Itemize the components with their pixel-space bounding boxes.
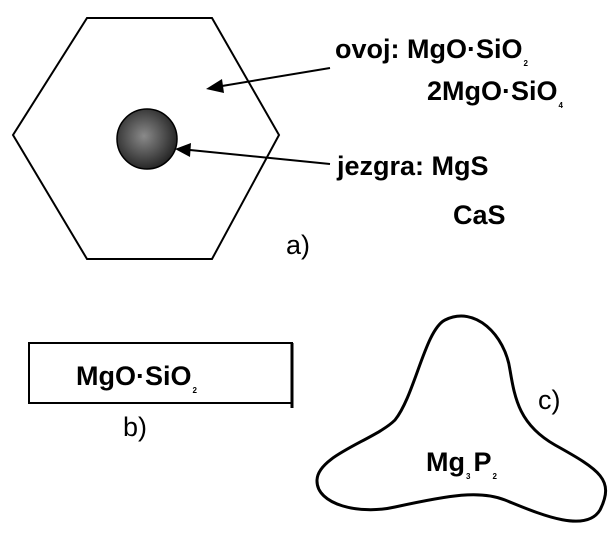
core-arrow (175, 143, 331, 165)
shell-arrow (206, 67, 331, 93)
panel-c-caption: c) (538, 385, 561, 415)
core-sphere (116, 108, 178, 170)
panel-a: ovoj: MgO·SiO2 2MgO·SiO4 jezgra: MgS CaS… (11, 17, 564, 260)
shell-label: ovoj: MgO·SiO2 (335, 34, 528, 68)
shell-label-2: 2MgO·SiO4 (427, 76, 564, 110)
core-label: jezgra: MgS (336, 151, 489, 181)
panel-b: MgO·SiO2 b) (28, 342, 294, 442)
stringer-label: MgO·SiO2 (76, 361, 198, 395)
panel-a-caption: a) (286, 230, 310, 260)
panel-b-caption: b) (123, 412, 147, 442)
irregular-inclusion (315, 314, 608, 523)
hexagon-shell (11, 17, 281, 260)
core-label-2: CaS (453, 200, 506, 230)
